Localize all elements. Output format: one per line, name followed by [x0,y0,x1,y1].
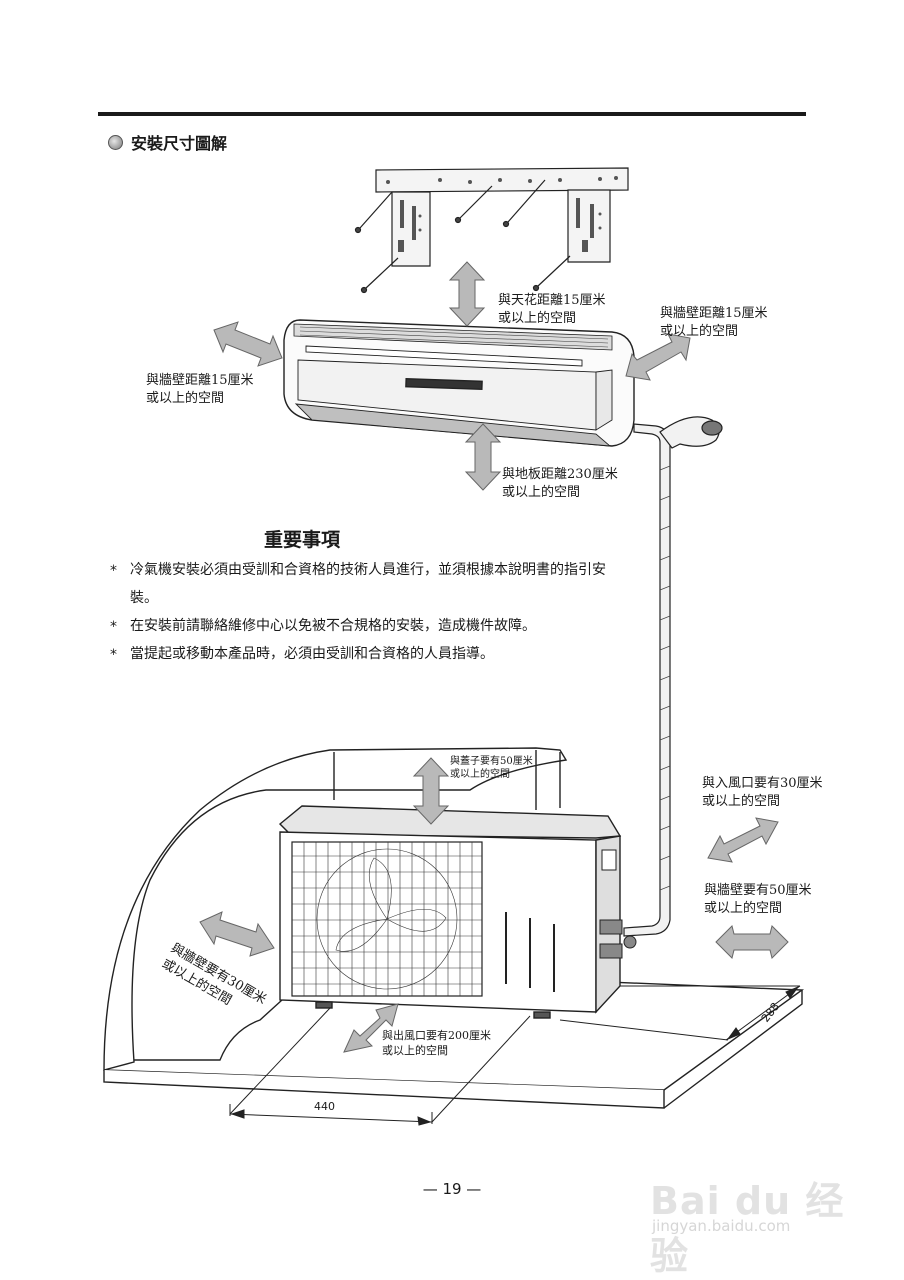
wall-left-clearance-label: 與牆壁距離15厘米 或以上的空間 [146,373,254,406]
note-text: 冷氣機安裝必須由受訓和合資格的技術人員進行，並須根據本說明書的指引安裝。 [130,562,606,606]
outdoor-ground [103,747,805,1109]
section-heading: 安裝尺寸圖解 [108,130,227,154]
indoor-unit [283,319,635,447]
note-item: * 當提起或移動本產品時，必須由受訓和合資格的人員指導。 [108,640,628,668]
floor-clearance-label: 與地板距離230厘米 或以上的空間 [502,467,618,500]
arrow-outdoor-top [412,757,450,825]
outdoor-outlet-clearance-label: 與出風口要有200厘米 或以上的空間 [382,1029,491,1057]
section-title: 安裝尺寸圖解 [131,134,228,153]
note-item: * 冷氣機安裝必須由受訓和合資格的技術人員進行，並須根據本說明書的指引安裝。 [108,556,628,612]
bullet-circle-icon [108,134,123,150]
note-item: * 在安裝前請聯絡維修中心以免被不合規格的安裝，造成機件故障。 [108,612,628,640]
outdoor-unit [278,805,637,1019]
screw-icons [354,179,571,294]
note-bullet: * [110,647,117,663]
note-bullet: * [110,563,117,579]
outdoor-top-clearance-label: 與蓋子要有50厘米 或以上的空間 [450,756,533,780]
dimension-width: 440 [314,1100,335,1113]
dimension-lines [229,985,801,1126]
clearance-arrows-indoor [213,261,691,491]
arrow-outdoor-wall-right [715,925,789,959]
outdoor-wall-right-clearance-label: 與牆壁要有50厘米 或以上的空間 [704,883,812,916]
page-number: — 19 — [422,1180,482,1198]
clearance-arrows-outdoor [199,757,789,1053]
wall-right-clearance-label: 與牆壁距離15厘米 或以上的空間 [660,306,768,339]
arrow-floor [464,423,502,491]
refrigerant-pipe [623,416,723,937]
note-text: 當提起或移動本產品時，必須由受訓和合資格的人員指導。 [130,646,494,662]
ceiling-clearance-label: 與天花距離15厘米 或以上的空間 [498,293,606,326]
important-notes: * 冷氣機安裝必須由受訓和合資格的技術人員進行，並須根據本說明書的指引安裝。 *… [108,556,628,668]
outdoor-inlet-clearance-label: 與入風口要有30厘米 或以上的空間 [702,776,823,809]
important-title: 重要事項 [264,529,341,551]
note-bullet: * [110,619,117,635]
arrow-outdoor-wall-left [199,911,275,957]
watermark-logo: Bai du 经验 [650,1179,845,1278]
baidu-watermark: Bai du 经验 jingyan.baidu.com [650,1145,850,1278]
arrow-outdoor-outlet [343,1003,399,1053]
note-text: 在安裝前請聯絡維修中心以免被不合規格的安裝，造成機件故障。 [130,618,536,634]
watermark-url: jingyan.baidu.com [652,1217,791,1235]
header-rule [98,112,806,116]
arrow-wall-right [625,333,691,381]
mounting-bracket [375,167,629,267]
arrow-ceiling [448,261,486,327]
arrow-outdoor-inlet [707,817,779,863]
arrow-wall-left [213,321,283,367]
